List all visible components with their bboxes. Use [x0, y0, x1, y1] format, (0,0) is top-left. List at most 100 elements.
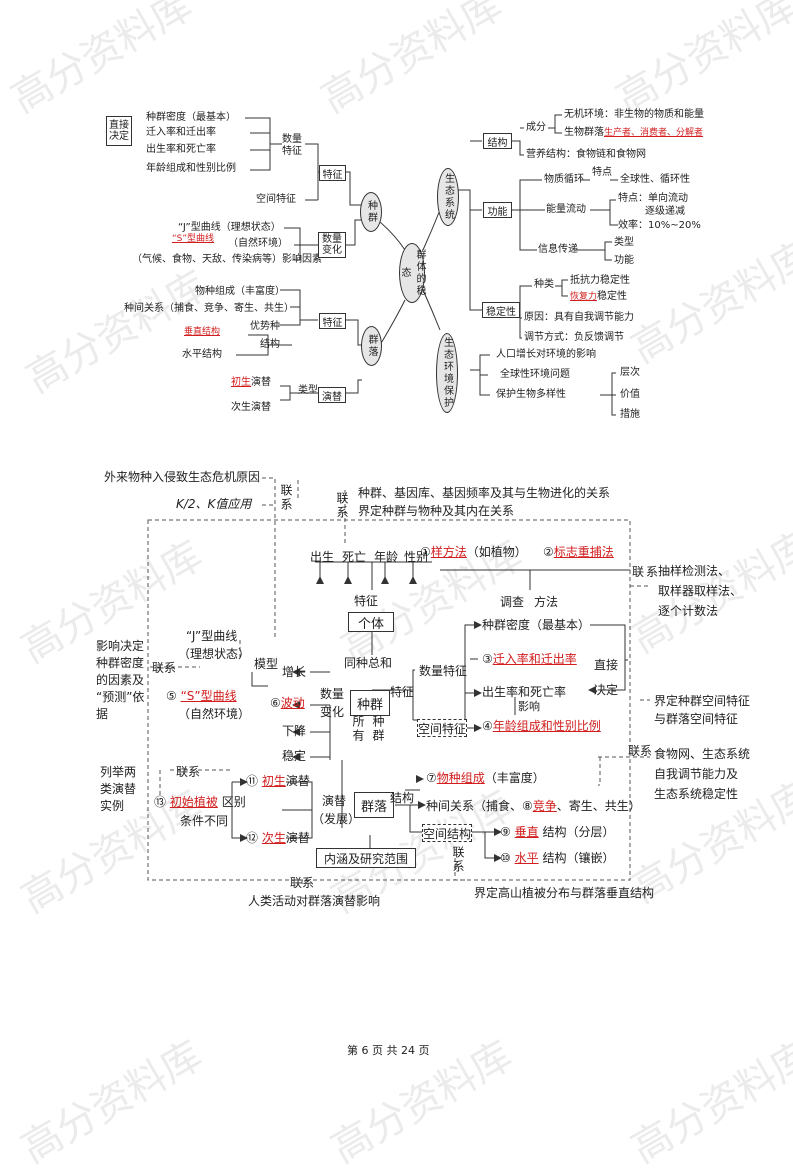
- m2-evolution: 种群、基因库、基因频率及其与生物进化的关系: [358, 486, 611, 500]
- m1-trophic: 营养结构：食物链和食物网: [526, 149, 646, 160]
- page-footer: 第 6 页 共 24 页: [347, 1044, 430, 1057]
- m2-secondary: ⑫ 次生演替: [246, 831, 310, 845]
- m2-all: 所有: [351, 715, 365, 743]
- m1-secondary: 次生演替: [231, 402, 271, 413]
- m1-pop-growth: 人口增长对环境的影响: [496, 349, 596, 360]
- m2-initial-veg: ⑬ 初始植被 区别: [154, 795, 246, 809]
- m1-energy-traits: 特点：单向流动: [618, 193, 688, 204]
- m1-material-cycle: 物质循环: [544, 174, 584, 185]
- m1-quantity-feature: 数量特征: [282, 134, 302, 157]
- m2-s-curve: ⑤ “S”型曲线: [166, 689, 237, 703]
- m2-spatial-feature-box: 空间特征: [417, 719, 467, 737]
- m2-factors-3: “预测”依: [96, 690, 145, 704]
- m2-method1: ①样方法（如植物）: [420, 545, 527, 559]
- m2-j-curve: “J”型曲线: [186, 629, 238, 643]
- m1-cause: 原因：具有自我调节能力: [524, 312, 634, 323]
- m2-birth-death: 出生率和死亡率: [482, 685, 567, 699]
- m2-link-right: 联系: [628, 744, 653, 758]
- m1-vertical: 垂直结构: [184, 327, 221, 337]
- m1-abiotic: 无机环境：非生物的物质和能量: [564, 109, 704, 120]
- m2-direct: 直接: [594, 658, 619, 672]
- m2-quantity-feature: 数量特征: [419, 664, 468, 678]
- m2-invasive: 外来物种入侵致生态危机原因: [104, 470, 261, 484]
- m2-feature-label: 特征: [354, 594, 379, 608]
- m2-examples-1: 类演替: [100, 782, 137, 796]
- m2-model: 模型: [254, 657, 279, 671]
- m2-k-app: K/2、K值应用: [176, 497, 252, 511]
- m2-community-link: 种群: [371, 715, 385, 743]
- m2-development: （发展）: [312, 812, 361, 826]
- m1-recover: 恢复力稳定性: [570, 291, 628, 302]
- m2-examples-2: 实例: [100, 799, 125, 813]
- m1-info: 信息传递: [538, 244, 578, 255]
- m1-density: 种群密度（最基本）: [146, 112, 236, 123]
- m1-quantity-change-box: 数量变化: [318, 232, 346, 258]
- m2-change: 变化: [320, 705, 345, 719]
- m2-qty: 数量: [320, 687, 345, 701]
- m2-selfreg: 自我调节能力及: [654, 767, 739, 781]
- m2-community-box: 群落: [354, 792, 394, 818]
- m1-dominant: 优势种: [250, 321, 280, 332]
- m1-resist: 抵抗力稳定性: [570, 275, 630, 286]
- m2-link-bottom: 联系: [290, 876, 315, 890]
- m2-decide: 决定: [594, 683, 619, 697]
- m2-examples-0: 列举两: [100, 765, 137, 779]
- m1-global-cycle: 全球性、循环性: [620, 174, 690, 185]
- m1-global-issues: 全球性环境问题: [500, 369, 570, 380]
- m1-info-type: 类型: [614, 237, 634, 248]
- m1-measures: 措施: [620, 409, 640, 420]
- protection-oval: 生态环境保护: [436, 333, 458, 413]
- community-oval: 群落: [361, 326, 382, 366]
- population-oval: 种群: [360, 192, 382, 232]
- m2-stable: 稳定: [282, 749, 307, 763]
- direct-decide-box: 直接决定: [106, 116, 132, 146]
- m1-natural-env: （自然环境）: [228, 238, 288, 249]
- m1-efficiency: 效率：10%~20%: [618, 220, 701, 231]
- m2-spatial-structure-box: 空间结构: [422, 824, 472, 842]
- m2-ideal: （理想状态）: [178, 647, 251, 661]
- m2-horizontal: ⑩ 水平 结构（镶嵌）: [500, 851, 615, 865]
- m1-info-function: 功能: [614, 255, 634, 266]
- m1-function-box: 功能: [483, 202, 512, 218]
- m1-feature-box: 特征: [319, 165, 346, 181]
- m2-factors-4: 据: [96, 707, 109, 721]
- m1-composition: 成分: [526, 122, 546, 133]
- m1-decreasing: 逐级递减: [645, 206, 685, 217]
- m1-levels: 层次: [620, 367, 640, 378]
- m1-value: 价值: [620, 389, 640, 400]
- m1-j-curve: “J”型曲线（理想状态）: [178, 222, 281, 233]
- m1-traits: 特点: [592, 167, 612, 178]
- m1-relations: 种间关系（捕食、竞争、寄生、共生）: [124, 303, 294, 314]
- m2-population-box: 种群: [350, 690, 390, 716]
- m1-horizontal: 水平结构: [182, 349, 222, 360]
- m2-sum: 同种总和: [344, 656, 393, 670]
- m1-richness: 物种组成（丰富度）: [195, 286, 285, 297]
- m1-factors: （气候、食物、天敌、传染病等）影响因素: [132, 254, 322, 265]
- m1-kinds: 种类: [534, 279, 554, 290]
- m2-boundary1: 界定种群空间特征: [654, 694, 751, 708]
- m2-method: 方法: [534, 595, 559, 609]
- m2-structure: 结构: [390, 791, 415, 805]
- m2-influence: 影响: [518, 700, 540, 713]
- m2-eco-stability: 生态系统稳定性: [654, 787, 739, 801]
- m1-birth-death: 出生率和死亡率: [146, 144, 216, 155]
- m1-migration: 迁入率和迁出率: [146, 127, 216, 138]
- m2-species-define: 界定种群与物种及其内在关系: [358, 504, 515, 518]
- m1-biodiversity: 保护生物多样性: [496, 389, 566, 400]
- m2-age-sex: ④年龄组成和性别比例: [482, 719, 601, 733]
- m2-factors-0: 影响决定: [96, 639, 145, 653]
- m2-method2: ②标志重捕法: [543, 545, 614, 559]
- m2-migration: ③迁入率和迁出率: [482, 652, 577, 666]
- m2-collector: 取样器取样法、: [658, 584, 743, 598]
- m2-feature-pop: 特征: [390, 685, 415, 699]
- m2-sampling: 抽样检测法、: [658, 564, 731, 578]
- m1-community-feature-box: 特征: [319, 313, 346, 329]
- m2-link-examples: 联系: [176, 765, 201, 779]
- m2-factors-1: 种群密度: [96, 656, 145, 670]
- m2-attr-death: 死亡: [342, 550, 367, 564]
- m2-link-methods: 联系: [632, 565, 661, 579]
- m2-grow: 增长: [282, 665, 307, 679]
- m1-succession-box: 演替: [318, 387, 346, 403]
- m2-survey: 调查: [500, 595, 525, 609]
- m1-biotic: 生物群落生产者、消费者、分解者: [564, 127, 704, 138]
